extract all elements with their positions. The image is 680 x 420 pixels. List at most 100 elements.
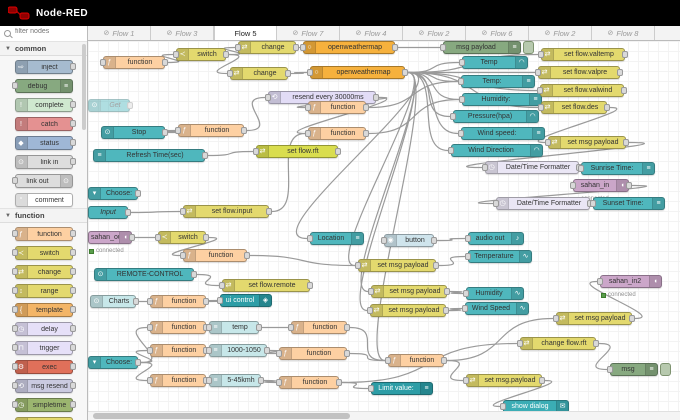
- flow-node-setinput[interactable]: ⇄set flow.input: [180, 205, 272, 218]
- node-port[interactable]: [219, 282, 225, 289]
- node-port[interactable]: [517, 340, 523, 347]
- node-port[interactable]: [604, 104, 610, 111]
- node-port[interactable]: [11, 249, 18, 256]
- node-port[interactable]: [227, 70, 233, 77]
- node-port[interactable]: [69, 230, 76, 237]
- flow-node-winddir[interactable]: Wind Direction◠: [448, 144, 543, 157]
- node-port[interactable]: [385, 357, 391, 364]
- node-port[interactable]: [11, 230, 18, 237]
- palette-node-catch[interactable]: !catch: [14, 117, 76, 131]
- node-port[interactable]: [135, 190, 141, 197]
- node-port[interactable]: [69, 101, 76, 108]
- node-port[interactable]: [11, 363, 18, 370]
- node-port[interactable]: [433, 262, 439, 269]
- palette-node-comment[interactable]: “comment: [14, 193, 73, 207]
- node-port[interactable]: [69, 268, 76, 275]
- flow-node-audioout[interactable]: audio out♪: [465, 232, 524, 245]
- node-port[interactable]: [69, 120, 76, 127]
- debug-toggle-button[interactable]: [660, 363, 671, 376]
- palette-node-exec[interactable]: ⚙exec: [11, 360, 76, 374]
- flow-node-sunrise[interactable]: Sunrise Time:≡: [578, 162, 655, 175]
- node-port[interactable]: [127, 102, 133, 109]
- node-port[interactable]: [622, 51, 628, 58]
- flow-node-svt[interactable]: ⇄set flow.valtemp: [538, 48, 628, 61]
- flow-node-humidity1[interactable]: Humidity:≡: [459, 93, 542, 106]
- node-port[interactable]: [235, 44, 241, 51]
- flow-node-choose2[interactable]: ▾Choose:: [88, 356, 141, 369]
- node-port[interactable]: [180, 208, 186, 215]
- node-port[interactable]: [11, 268, 18, 275]
- node-port[interactable]: [11, 287, 18, 294]
- node-port[interactable]: [11, 82, 18, 89]
- flow-node-button[interactable]: ◉button: [381, 234, 437, 247]
- node-port[interactable]: [147, 377, 153, 384]
- node-port[interactable]: [191, 271, 197, 278]
- tab-flow-2[interactable]: ⊘Flow 2: [403, 26, 466, 40]
- node-port[interactable]: [305, 130, 311, 137]
- flow-node-setmsg_f[interactable]: ⇄set msg payload: [545, 136, 629, 149]
- tab-flow-2[interactable]: ⊘Flow 2: [529, 26, 592, 40]
- node-port[interactable]: [539, 377, 545, 384]
- node-port[interactable]: [276, 379, 282, 386]
- flow-node-setmsg_c[interactable]: ⇄set msg payload: [367, 304, 449, 317]
- node-port[interactable]: [355, 262, 361, 269]
- flow-node-changeflowrft[interactable]: ⇄change flow.rft: [517, 337, 599, 350]
- node-port[interactable]: [133, 298, 139, 305]
- tab-flow-4[interactable]: ⊘Flow 4: [340, 26, 403, 40]
- node-port[interactable]: [206, 347, 212, 354]
- node-port[interactable]: [265, 94, 271, 101]
- palette-category-common[interactable]: ▼common: [0, 41, 87, 56]
- node-port[interactable]: [203, 234, 209, 241]
- node-port[interactable]: [545, 139, 551, 146]
- flow-node-owm2[interactable]: ○openweathermap: [307, 66, 408, 79]
- tab-flow-1[interactable]: ⊘Flow 1: [88, 26, 151, 40]
- node-port[interactable]: [440, 44, 446, 51]
- node-port[interactable]: [206, 377, 212, 384]
- node-port[interactable]: [431, 237, 437, 244]
- flow-node-choose1[interactable]: ▾Choose:: [88, 187, 141, 200]
- flow-node-refresh[interactable]: ≡Refresh Time(sec): [93, 149, 208, 162]
- tab-flow-7[interactable]: ⊘Flow 7: [277, 26, 340, 40]
- flow-node-msgdebug[interactable]: msg≡: [607, 363, 671, 376]
- node-port[interactable]: [69, 363, 76, 370]
- palette-node-msg-resend[interactable]: ⟲msg resend: [11, 379, 76, 393]
- canvas-hscroll-thumb[interactable]: [93, 413, 350, 419]
- node-port[interactable]: [450, 113, 456, 120]
- flow-node-setmsg_d[interactable]: ⇄set msg payload: [553, 312, 635, 325]
- node-port[interactable]: [244, 252, 250, 259]
- node-port[interactable]: [11, 344, 18, 351]
- node-port[interactable]: [288, 324, 294, 331]
- node-port[interactable]: [373, 94, 379, 101]
- node-port[interactable]: [367, 307, 373, 314]
- flow-node-svw[interactable]: ⇄set flow.valwind: [537, 84, 627, 97]
- flow-node-setremote[interactable]: ⇄set flow.remote: [219, 279, 313, 292]
- node-port[interactable]: [175, 127, 181, 134]
- node-port[interactable]: [459, 96, 465, 103]
- node-port[interactable]: [147, 324, 153, 331]
- node-port[interactable]: [293, 44, 299, 51]
- node-port[interactable]: [307, 69, 313, 76]
- node-port[interactable]: [11, 177, 18, 184]
- node-port[interactable]: [482, 164, 488, 171]
- node-port[interactable]: [593, 340, 599, 347]
- palette-node-simpletime[interactable]: ◷simpletime: [11, 398, 76, 412]
- node-port[interactable]: [11, 306, 18, 313]
- tab-flow-5[interactable]: Flow 5: [214, 26, 277, 40]
- node-port[interactable]: [203, 298, 209, 305]
- node-port[interactable]: [493, 200, 499, 207]
- node-port[interactable]: [180, 252, 186, 259]
- flow-node-svp[interactable]: ⇄set flow.valpre: [535, 66, 623, 79]
- node-port[interactable]: [256, 324, 262, 331]
- tab-flow-8[interactable]: ⊘Flow 8: [592, 26, 655, 40]
- palette-node-change[interactable]: ⇄change: [11, 265, 76, 279]
- node-port[interactable]: [617, 69, 623, 76]
- flow-node-pressure[interactable]: Pressure(hpa)◠: [450, 110, 539, 123]
- flow-node-remote[interactable]: ⊙REMOTE-CONTROL: [94, 268, 197, 281]
- node-port[interactable]: [206, 324, 212, 331]
